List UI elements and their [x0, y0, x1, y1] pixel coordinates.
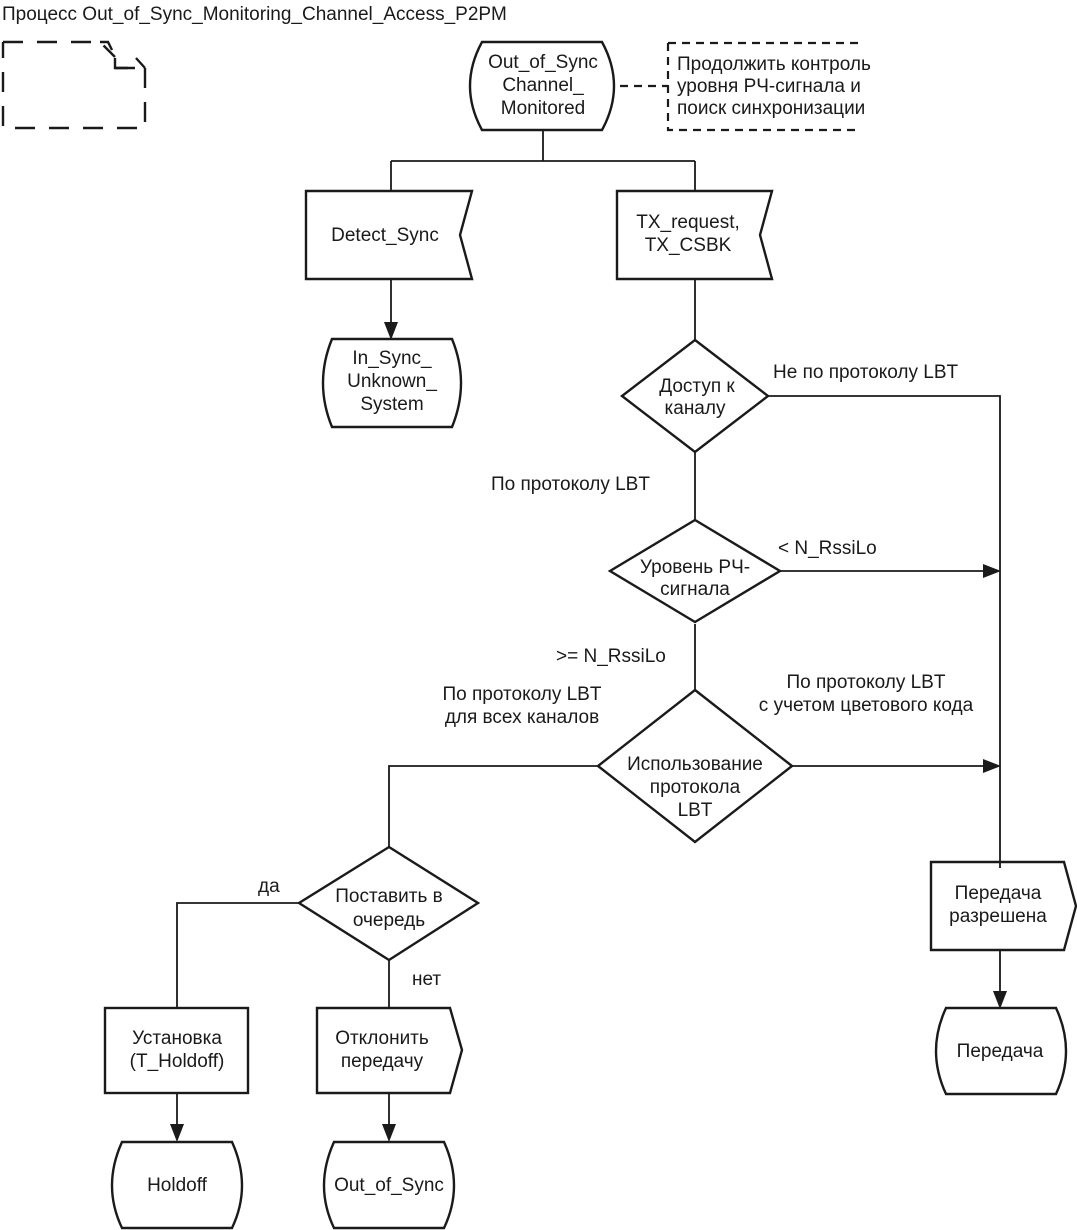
svg-text:Передача: Передача: [955, 883, 1042, 904]
decision-channel-access[interactable]: Доступ к каналу: [620, 338, 770, 454]
arrow-to-out-of-sync: [382, 1124, 396, 1142]
svg-text:TX_request,: TX_request,: [636, 212, 740, 233]
label-lbt-color-code-2: с учетом цветового кода: [759, 695, 974, 716]
state-holdoff[interactable]: Holdoff: [110, 1140, 244, 1230]
svg-text:Уровень РЧ-: Уровень РЧ-: [640, 557, 750, 578]
svg-text:Поставить в: Поставить в: [335, 886, 442, 907]
svg-text:Monitored: Monitored: [501, 98, 586, 119]
process-title: Процесс Out_of_Sync_Monitoring_Channel_A…: [2, 4, 507, 25]
comment-box: Продолжить контроль уровня РЧ-сигнала и …: [666, 41, 871, 132]
svg-text:поиск синхронизации: поиск синхронизации: [677, 98, 865, 119]
label-lbt-color-code-1: По протоколу LBT: [787, 672, 946, 693]
arrow-lbt-color-code: [983, 759, 1001, 773]
label-rssi-ge: >= N_RssiLo: [556, 646, 666, 667]
svg-text:Отклонить: Отклонить: [335, 1028, 429, 1049]
input-signal-tx-request[interactable]: TX_request, TX_CSBK: [615, 189, 774, 281]
svg-text:Продолжить контроль: Продолжить контроль: [677, 54, 871, 75]
svg-text:передачу: передачу: [341, 1051, 424, 1072]
svg-text:Установка: Установка: [132, 1028, 222, 1049]
svg-text:очередь: очередь: [353, 910, 425, 931]
state-out-of-sync[interactable]: Out_of_Sync: [322, 1140, 456, 1230]
svg-text:Holdoff: Holdoff: [147, 1175, 208, 1196]
svg-text:уровня РЧ-сигнала и: уровня РЧ-сигнала и: [677, 76, 861, 97]
connectors: [176, 84, 1001, 1130]
svg-text:каналу: каналу: [665, 398, 726, 419]
label-rssi-low: < N_RssiLo: [778, 538, 877, 559]
arrow-to-in-sync: [384, 322, 398, 340]
label-lbt-all-channels-1: По протоколу LBT: [443, 684, 602, 705]
arrowheads: [170, 322, 1007, 1142]
arrow-to-holdoff: [170, 1124, 184, 1142]
svg-text:Channel_: Channel_: [502, 75, 584, 96]
state-in-sync-unknown-system[interactable]: In_Sync_ Unknown_ System: [321, 337, 463, 429]
label-no: нет: [412, 969, 441, 990]
page-reference-icon: [1, 40, 147, 130]
svg-text:Detect_Sync: Detect_Sync: [331, 225, 439, 246]
svg-text:протокола: протокола: [650, 777, 741, 798]
task-set-holdoff[interactable]: Установка (T_Holdoff): [103, 1006, 250, 1095]
label-yes: да: [258, 876, 280, 897]
decision-lbt-usage[interactable]: Использование протокола LBT: [596, 688, 794, 844]
svg-text:(T_Holdoff): (T_Holdoff): [130, 1051, 225, 1072]
svg-text:сигнала: сигнала: [660, 579, 730, 600]
svg-text:System: System: [360, 394, 423, 415]
output-signal-tx-allowed[interactable]: Передача разрешена: [929, 860, 1077, 952]
svg-text:Out_of_Sync: Out_of_Sync: [334, 1175, 444, 1196]
svg-text:TX_CSBK: TX_CSBK: [645, 235, 732, 256]
decision-queue[interactable]: Поставить в очередь: [296, 845, 481, 962]
input-signal-detect-sync[interactable]: Detect_Sync: [304, 189, 474, 281]
decision-rf-level[interactable]: Уровень РЧ- сигнала: [607, 518, 783, 624]
arrow-rssi-low: [983, 564, 1001, 578]
state-out-of-sync-channel-monitored[interactable]: Out_of_Sync Channel_ Monitored: [468, 40, 616, 132]
arrow-to-transmit: [993, 991, 1007, 1009]
output-signal-reject-tx[interactable]: Отклонить передачу: [315, 1006, 464, 1095]
label-not-lbt: Не по протоколу LBT: [773, 362, 959, 383]
svg-text:Использование: Использование: [627, 754, 763, 775]
label-lbt: По протоколу LBT: [491, 474, 650, 495]
svg-text:In_Sync_: In_Sync_: [352, 348, 432, 369]
svg-text:Передача: Передача: [957, 1041, 1044, 1062]
state-transmit[interactable]: Передача: [934, 1006, 1068, 1096]
svg-text:Unknown_: Unknown_: [347, 371, 437, 392]
svg-text:разрешена: разрешена: [949, 906, 1047, 927]
label-lbt-all-channels-2: для всех каналов: [445, 707, 599, 728]
svg-text:LBT: LBT: [678, 800, 713, 821]
svg-text:Доступ к: Доступ к: [659, 376, 735, 397]
svg-text:Out_of_Sync: Out_of_Sync: [488, 52, 598, 73]
